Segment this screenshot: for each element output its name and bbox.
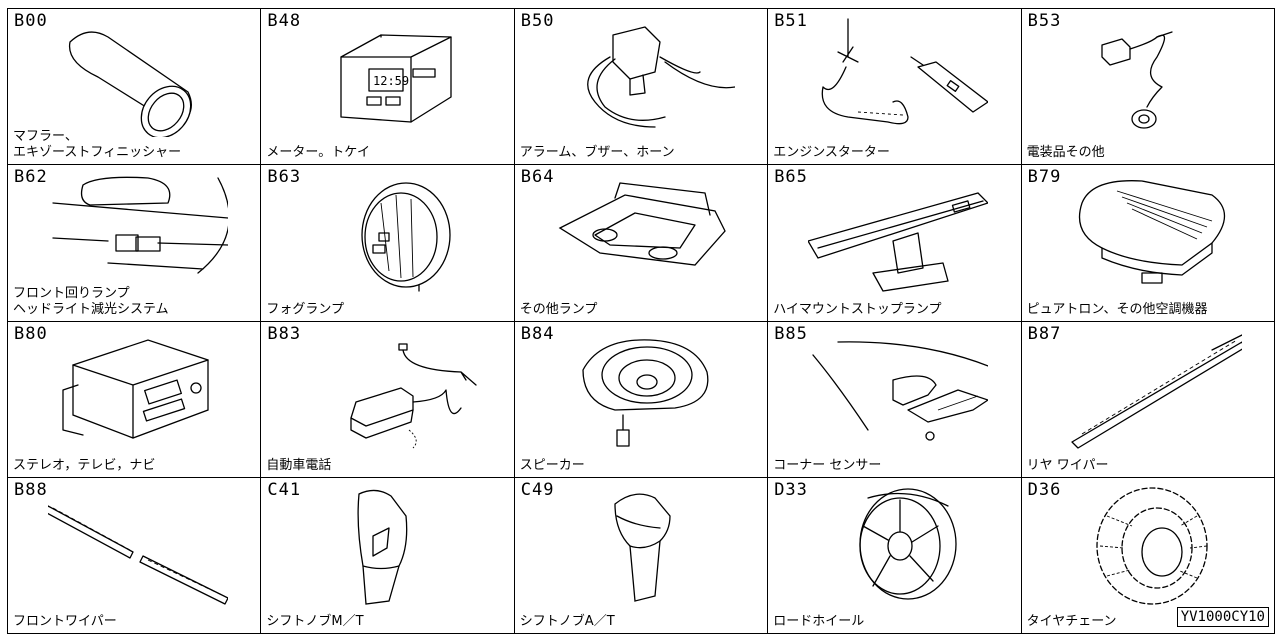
- cell-label: メーター。トケイ: [266, 145, 371, 161]
- cell-code: D33: [774, 479, 808, 500]
- fog-lamp-icon: [301, 173, 481, 293]
- cell-code: D36: [1027, 479, 1062, 500]
- cell-code: B85: [774, 323, 808, 344]
- tire-chain-icon: [1062, 486, 1242, 606]
- cell-label: フォグランプ: [266, 301, 345, 317]
- electrical-parts-icon: [1062, 17, 1242, 137]
- cell-code: B53: [1027, 11, 1062, 31]
- stereo-icon: [48, 330, 228, 450]
- air-purifier-icon: [1062, 173, 1242, 293]
- cell-label: その他ランプ: [519, 301, 598, 317]
- catalog-cell-b79[interactable]: B79 ピュアトロン、その他空調機器: [1021, 165, 1275, 322]
- catalog-cell-b50[interactable]: B50 アラーム、ブザー、ホーン: [514, 9, 769, 166]
- cell-label: リヤ ワイパー: [1026, 457, 1109, 473]
- catalog-cell-b80[interactable]: B80 ステレオ，テレビ，ナビ: [8, 321, 262, 478]
- room-lamp-icon: [555, 173, 735, 293]
- cell-label: ステレオ，テレビ，ナビ: [13, 457, 156, 473]
- catalog-cell-b00[interactable]: B00 マフラー、 エキゾーストフィニッシャー: [8, 9, 262, 166]
- car-phone-icon: [301, 330, 481, 450]
- cell-label: ハイマウントストップランプ: [773, 301, 942, 317]
- cell-label: アラーム、ブザー、ホーン: [519, 145, 675, 161]
- clock-meter-icon: 12:59: [301, 17, 481, 137]
- cell-label: シフトノブM／T: [266, 614, 364, 629]
- alarm-buzzer-icon: [555, 17, 736, 137]
- cell-code: B79: [1027, 167, 1062, 188]
- rear-wiper-icon: [1062, 330, 1248, 450]
- cell-code: B84: [520, 323, 555, 344]
- cell-code: B63: [267, 167, 302, 188]
- cell-code: B00: [14, 11, 48, 31]
- speaker-icon: [555, 330, 735, 450]
- svg-text:12:59: 12:59: [373, 74, 409, 88]
- catalog-cell-b84[interactable]: B84 スピーカー: [514, 321, 769, 478]
- catalog-cell-b63[interactable]: B63 フォグランプ: [261, 165, 515, 322]
- cell-code: C49: [520, 479, 555, 500]
- cell-label: エンジンスターター: [773, 145, 890, 161]
- cell-label: スピーカー: [519, 457, 585, 473]
- parts-catalog-grid: B00 マフラー、 エキゾーストフィニッシャー B48 12:59 メーター。ト…: [7, 8, 1275, 634]
- catalog-cell-b88[interactable]: B88 フロントワイパー: [8, 477, 262, 634]
- cell-code: B88: [14, 479, 48, 500]
- shift-knob-at-icon: [555, 486, 735, 606]
- cell-label: ロードホイール: [773, 614, 865, 629]
- catalog-cell-d36[interactable]: D36 タイヤチェーン YV1000CY10: [1021, 477, 1275, 634]
- cell-label: ピュアトロン、その他空調機器: [1026, 301, 1208, 317]
- front-wiper-icon: [44, 486, 229, 606]
- road-wheel-icon: [808, 486, 988, 606]
- cell-code: B64: [520, 167, 555, 188]
- catalog-cell-c49[interactable]: C49 シフトノブA／T: [514, 477, 769, 634]
- cell-code: C41: [267, 479, 302, 500]
- cell-label: フロント回りランプ ヘッドライト減光システム: [13, 285, 169, 317]
- cell-code: B87: [1027, 323, 1062, 344]
- engine-starter-icon: [808, 17, 989, 137]
- catalog-cell-b87[interactable]: B87 リヤ ワイパー: [1021, 321, 1275, 478]
- reference-code: YV1000CY10: [1176, 607, 1269, 627]
- cell-label: コーナー センサー: [773, 457, 882, 473]
- catalog-cell-b62[interactable]: B62 フロント回りランプ ヘッドライト減光システム: [8, 165, 262, 322]
- cell-code: B83: [267, 323, 302, 344]
- high-mount-stop-lamp-icon: [807, 173, 990, 293]
- catalog-cell-b85[interactable]: B85 コーナー センサー: [768, 321, 1022, 478]
- catalog-cell-b65[interactable]: B65 ハイマウントストップランプ: [768, 165, 1022, 322]
- catalog-cell-c41[interactable]: C41 シフトノブM／T: [261, 477, 515, 634]
- catalog-cell-b53[interactable]: B53 電装品その他: [1021, 9, 1275, 166]
- muffler-icon: [48, 17, 228, 139]
- cell-code: B80: [14, 323, 48, 344]
- cell-label: マフラー、 エキゾーストフィニッシャー: [13, 129, 182, 161]
- catalog-cell-d33[interactable]: D33 ロードホイール: [768, 477, 1022, 634]
- cell-code: B65: [774, 167, 808, 188]
- cell-code: B48: [267, 11, 302, 31]
- cell-label: シフトノブA／T: [519, 614, 615, 629]
- catalog-cell-b83[interactable]: B83 自動車電話: [261, 321, 515, 478]
- shift-knob-mt-icon: [301, 486, 481, 606]
- catalog-cell-b48[interactable]: B48 12:59 メーター。トケイ: [261, 9, 515, 166]
- corner-sensor-icon: [808, 330, 999, 450]
- cell-code: B51: [774, 11, 808, 31]
- catalog-cell-b64[interactable]: B64 その他ランプ: [514, 165, 769, 322]
- cell-code: B62: [14, 167, 48, 188]
- cell-label: 自動車電話: [266, 457, 332, 473]
- catalog-cell-b51[interactable]: B51 エンジンスターター: [768, 9, 1022, 166]
- cell-label: 電装品その他: [1026, 145, 1105, 161]
- cell-code: B50: [520, 11, 555, 31]
- front-lamp-icon: [48, 173, 230, 293]
- cell-label: タイヤチェーン: [1026, 614, 1117, 629]
- cell-label: フロントワイパー: [13, 614, 117, 629]
